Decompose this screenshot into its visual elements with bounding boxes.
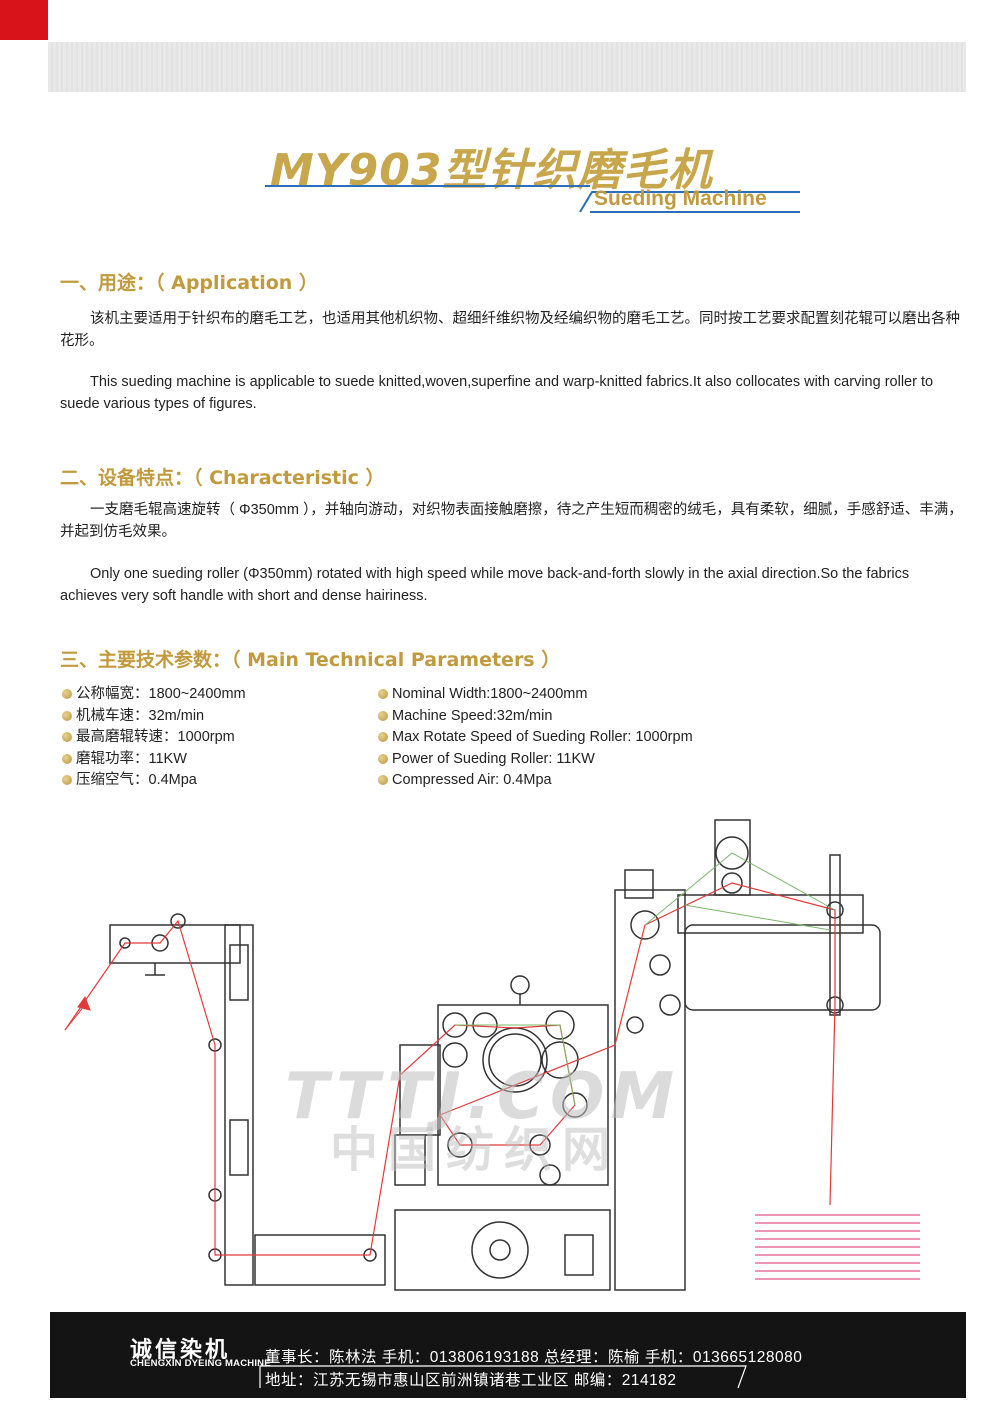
param-en-text: Power of Sueding Roller: 11KW (392, 750, 595, 767)
parameters-list-en: Nominal Width:1800~2400mm Machine Speed:… (378, 684, 693, 792)
parameters-list-cn: 公称幅宽：1800~2400mm 机械车速：32m/min 最高磨辊转速：100… (62, 684, 246, 792)
feed-frame-column (224, 924, 254, 1286)
parameters-heading: 三、主要技术参数：（ Main Technical Parameters ） (60, 649, 561, 671)
brand-name-en: CHENGXIN DYEING MACHINE (130, 1358, 271, 1369)
footer-address-frame (259, 1365, 747, 1389)
param-en-text: Compressed Air: 0.4Mpa (392, 772, 552, 789)
param-en-item: Power of Sueding Roller: 11KW (378, 749, 693, 771)
header-band (48, 42, 966, 92)
application-text-en-content: This sueding machine is applicable to su… (60, 374, 934, 412)
param-en-item: Nominal Width:1800~2400mm (378, 684, 693, 706)
page-subtitle: Sueding Machine (594, 187, 767, 210)
characteristic-text-en-content: Only one sueding roller (Φ350mm) rotated… (60, 566, 910, 604)
bullet-icon (62, 710, 72, 721)
footer-contact-line: 董事长：陈林法 手机：013806193188 总经理：陈榆 手机：013665… (265, 1349, 803, 1366)
application-text-cn: 该机主要适用于针织布的磨毛工艺，也适用其他机织物、超细纤维织物及经编织物的磨毛工… (60, 308, 970, 352)
characteristic-text-en: Only one sueding roller (Φ350mm) rotated… (60, 563, 970, 607)
bullet-icon (378, 689, 388, 699)
param-en-text: Machine Speed:32m/min (392, 707, 553, 724)
characteristic-text-cn: 一支磨毛辊高速旋转（ Φ350mm ），并轴向游动，对织物表面接触磨擦，待之产生… (60, 499, 970, 543)
param-cn-item: 压缩空气：0.4Mpa (62, 770, 246, 792)
column-plate-mid (229, 1119, 249, 1176)
fabric-trolley (254, 1234, 386, 1286)
page-title: MY903型针织磨毛机 (270, 145, 713, 196)
output-frame (614, 889, 686, 1291)
footer-address-line: 地址：江苏无锡市惠山区前洲镇诸巷工业区 邮编：214182 (265, 1372, 677, 1389)
param-cn-item: 最高磨辊转速：1000rpm (62, 727, 246, 749)
top-handwheel (510, 975, 530, 995)
application-text-cn-content: 该机主要适用于针织布的磨毛工艺，也适用其他机织物、超细纤维织物及经编织物的磨毛工… (60, 311, 960, 349)
param-cn-item: 磨辊功率：11KW (62, 749, 246, 771)
column-plate-top (229, 944, 249, 1001)
footer-bar (50, 1312, 966, 1398)
param-cn-text: 最高磨辊转速：1000rpm (76, 729, 235, 746)
param-en-item: Compressed Air: 0.4Mpa (378, 770, 693, 792)
param-en-text: Max Rotate Speed of Sueding Roller: 1000… (392, 729, 693, 746)
param-cn-text: 机械车速：32m/min (76, 707, 205, 724)
machine-diagram (64, 819, 920, 1291)
bullet-icon (378, 732, 388, 743)
bullet-icon (62, 732, 72, 743)
bullet-icon (378, 710, 388, 721)
feed-arrow-icon (77, 995, 91, 1011)
param-en-text: Nominal Width:1800~2400mm (392, 686, 588, 702)
application-text-en: This sueding machine is applicable to su… (60, 371, 970, 415)
param-en-item: Machine Speed:32m/min (378, 706, 693, 728)
sueding-unit-frame (437, 1004, 609, 1186)
feed-tension-roller (170, 913, 186, 929)
param-cn-text: 磨辊功率：11KW (76, 750, 187, 767)
bullet-icon (378, 775, 388, 786)
characteristic-heading: 二、设备特点：（ Characteristic ） (60, 467, 385, 489)
bullet-icon (378, 753, 388, 764)
motor-base (394, 1209, 611, 1291)
application-heading: 一、用途：（ Application ） (60, 272, 318, 294)
title-underline (265, 185, 800, 213)
watermark-text: TTTJ.COM (285, 1060, 681, 1134)
param-en-item: Max Rotate Speed of Sueding Roller: 1000… (378, 727, 693, 749)
characteristic-text-cn-content: 一支磨毛辊高速旋转（ Φ350mm ），并轴向游动，对织物表面接触磨擦，待之产生… (60, 502, 963, 540)
bullet-icon (62, 753, 72, 764)
output-top-box (714, 819, 751, 896)
output-top-rail (677, 894, 864, 934)
param-cn-text: 压缩空气：0.4Mpa (76, 772, 197, 789)
brand-name-cn: 诚信染机 (130, 1338, 231, 1363)
bullet-icon (62, 689, 72, 699)
watermark-text-cn: 中国纺织网 (330, 1122, 621, 1178)
main-motor (471, 1221, 529, 1279)
param-cn-text: 公称幅宽：1800~2400mm (76, 686, 246, 702)
param-cn-item: 公称幅宽：1800~2400mm (62, 684, 246, 706)
param-cn-item: 机械车速：32m/min (62, 706, 246, 728)
drive-belt-lines (455, 852, 836, 1106)
bullet-icon (62, 775, 72, 786)
corner-red-block (0, 0, 48, 40)
